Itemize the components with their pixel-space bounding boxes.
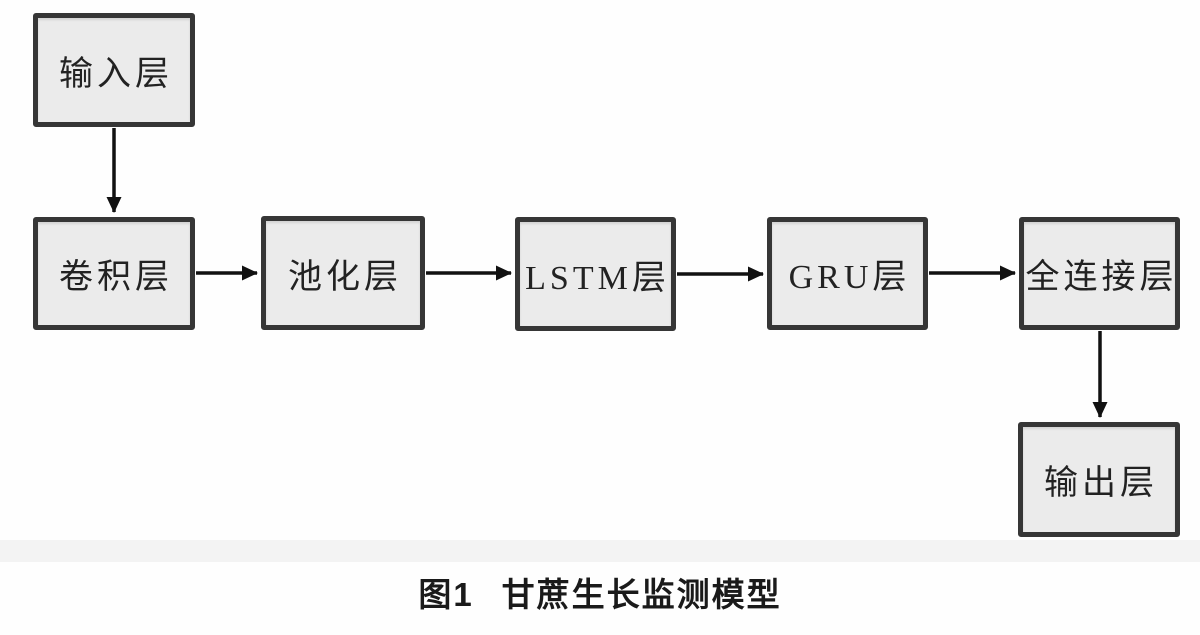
node-fc-layer: 全连接层 — [1019, 217, 1180, 330]
node-lstm-layer: LSTM层 — [515, 217, 676, 331]
node-conv-layer: 卷积层 — [33, 217, 195, 330]
figure-caption: 图1 甘蔗生长监测模型 — [0, 568, 1200, 616]
background-band — [0, 540, 1200, 562]
node-input-layer: 输入层 — [33, 13, 195, 127]
node-label: 卷积层 — [59, 259, 173, 296]
figure-title: 甘蔗生长监测模型 — [501, 576, 782, 613]
node-output-layer: 输出层 — [1018, 422, 1180, 537]
node-label: 池化层 — [288, 258, 402, 296]
figure-number: 图1 — [418, 576, 474, 613]
node-label: 输入层 — [59, 55, 173, 93]
node-label: 全连接层 — [1025, 259, 1178, 296]
node-label: GRU层 — [788, 259, 911, 296]
node-pooling-layer: 池化层 — [261, 216, 425, 330]
node-label: 输出层 — [1044, 465, 1158, 502]
node-label: LSTM层 — [525, 259, 670, 297]
node-gru-layer: GRU层 — [767, 217, 928, 330]
